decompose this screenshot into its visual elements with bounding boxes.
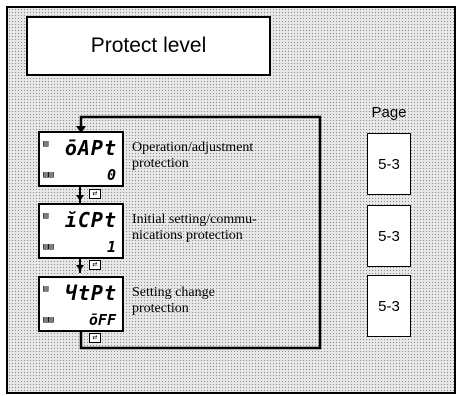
- parameter-label-3: Setting change protection: [132, 285, 312, 317]
- page-header: Page: [371, 104, 407, 121]
- parameter-code: ĭCPt: [64, 208, 117, 232]
- return-arrow-icon: [76, 126, 86, 133]
- page-ref-1: 5-3: [367, 133, 411, 195]
- indicator-icon: ▤▤: [43, 315, 54, 325]
- mode-key-icon: ⇄: [89, 189, 101, 199]
- parameter-display-2: ▤ ▤▤ ĭCPt 1: [38, 203, 124, 259]
- return-loop-line: [79, 115, 322, 350]
- label-line: protection: [132, 301, 189, 316]
- label-line: nications protection: [132, 228, 243, 243]
- mode-key-icon: ⇄: [89, 333, 101, 343]
- label-line: protection: [132, 156, 189, 171]
- indicator-icon: ▤: [43, 139, 49, 149]
- label-line: Initial setting/commu-: [132, 212, 257, 227]
- parameter-value: ōFF: [88, 311, 116, 329]
- parameter-display-3: ▤ ▤▤ ЧtPt ōFF: [38, 276, 124, 332]
- down-arrow-icon: [76, 195, 84, 201]
- mode-key-icon: ⇄: [89, 260, 101, 270]
- parameter-label-1: Operation/adjustment protection: [132, 140, 312, 172]
- label-line: Operation/adjustment: [132, 140, 254, 155]
- parameter-display-1: ▤ ▤▤ ōAPt 0: [38, 131, 124, 187]
- down-arrow-icon: [76, 265, 84, 271]
- label-line: Setting change: [132, 285, 215, 300]
- indicator-icon: ▤: [43, 284, 49, 294]
- level-title: Protect level: [26, 16, 271, 76]
- page-ref-2: 5-3: [367, 205, 411, 267]
- indicator-icon: ▤▤: [43, 242, 54, 252]
- indicator-icon: ▤: [43, 211, 49, 221]
- parameter-label-2: Initial setting/commu- nications protect…: [132, 212, 312, 244]
- parameter-code: ЧtPt: [64, 281, 117, 305]
- parameter-code: ōAPt: [64, 136, 117, 160]
- page-ref-3: 5-3: [367, 275, 411, 337]
- parameter-value: 1: [106, 238, 116, 256]
- parameter-value: 0: [106, 166, 116, 184]
- indicator-icon: ▤▤: [43, 170, 54, 180]
